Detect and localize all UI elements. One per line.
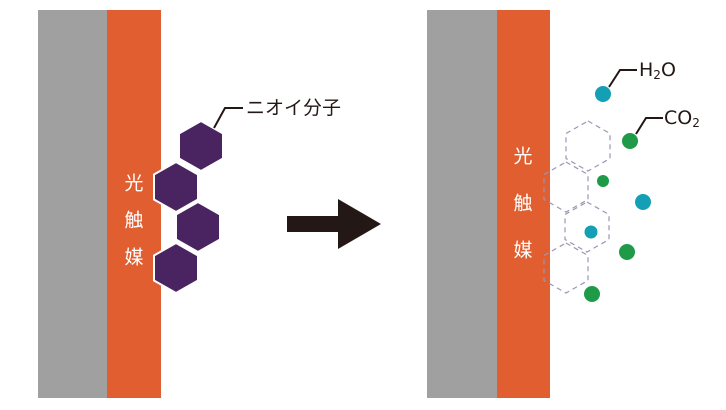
- water-label-subscript: 2: [653, 68, 661, 82]
- left-catalyst-label-3: 媒: [124, 246, 144, 269]
- co2-label-subscript: 2: [692, 116, 700, 130]
- left-catalyst-label-2: 触: [124, 209, 144, 232]
- odor-molecule-label: ニオイ分子: [246, 97, 342, 119]
- co2-molecule-icon: [619, 244, 635, 260]
- water-label: H2O: [639, 59, 676, 82]
- odor-molecule-hexagons: [153, 119, 224, 295]
- water-molecule-icon: [635, 194, 651, 210]
- water-molecule-icon: [595, 86, 611, 102]
- water-molecule-icon: [584, 225, 598, 239]
- co2-callout-leader: [635, 117, 663, 135]
- decomposed-molecule-outlines: [543, 120, 611, 294]
- co2-molecule-icon: [584, 286, 600, 302]
- co2-molecule-icon: [622, 133, 638, 149]
- arrow-right-icon: [287, 199, 381, 249]
- water-callout-leader: [608, 69, 637, 88]
- left-catalyst-label-1: 光: [124, 172, 144, 195]
- water-label-main: H: [639, 59, 654, 81]
- hexagon-icon: [178, 119, 224, 173]
- co2-label: CO2: [664, 107, 700, 130]
- dashed-hexagon-icon: [543, 161, 589, 213]
- water-label-tail: O: [660, 59, 676, 81]
- co2-molecules: [584, 133, 638, 302]
- dashed-hexagon-icon: [543, 242, 589, 294]
- dashed-hexagon-icon: [565, 120, 611, 172]
- left-photocatalyst-layer: [107, 10, 161, 398]
- hexagon-icon: [153, 241, 199, 295]
- hexagon-icon: [153, 160, 199, 214]
- co2-molecule-icon: [597, 175, 609, 187]
- right-catalyst-label-3: 媒: [513, 239, 533, 262]
- right-photocatalyst-layer: [497, 10, 550, 398]
- water-molecules: [584, 86, 651, 239]
- right-catalyst-label-2: 触: [513, 192, 533, 215]
- right-catalyst-label-1: 光: [513, 145, 533, 168]
- co2-label-main: CO: [664, 107, 693, 129]
- odor-callout-leader: [213, 107, 243, 129]
- dashed-hexagon-icon: [564, 201, 610, 253]
- hexagon-icon: [175, 200, 221, 254]
- right-substrate-layer: [427, 10, 497, 398]
- left-substrate-layer: [38, 10, 107, 398]
